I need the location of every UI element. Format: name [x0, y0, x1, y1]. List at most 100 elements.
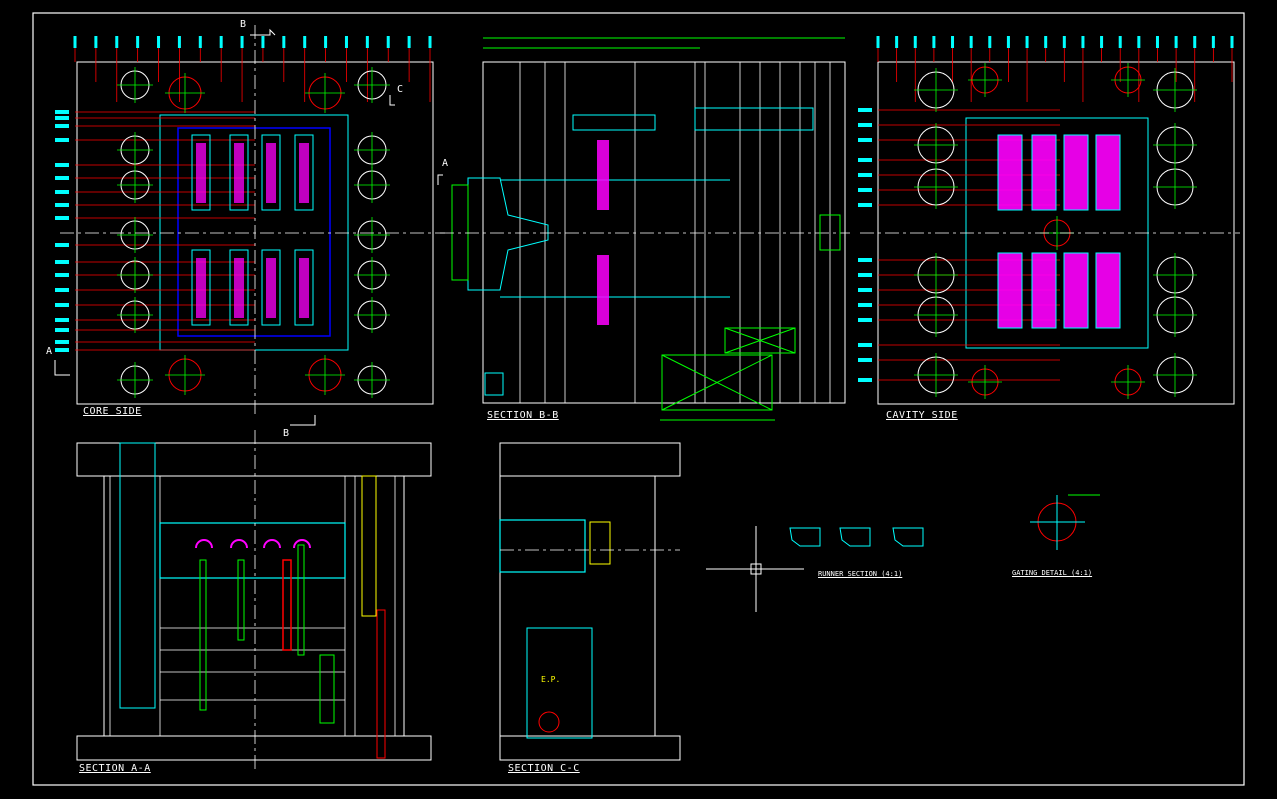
bb-nozzle: [467, 177, 549, 291]
aa-bottom-plate: [76, 735, 432, 761]
dimension-tick: [157, 36, 161, 48]
dimension-tick: [1137, 36, 1141, 48]
dimension-tick: [261, 36, 265, 48]
dimension-value: [858, 203, 872, 207]
dimension-value: [55, 176, 69, 180]
cavity-part: [1096, 253, 1120, 328]
dimension-tick: [1230, 36, 1234, 48]
marker-a-left-arrow: [54, 360, 70, 376]
dimension-tick: [324, 36, 328, 48]
dimension-value: [55, 243, 69, 247]
cavity-leaders: [858, 108, 1060, 382]
dimension-value: [55, 203, 69, 207]
dimension-value: [55, 260, 69, 264]
bb-block-b: [661, 354, 773, 411]
bb-cylinder: [694, 107, 814, 131]
dimension-tick: [219, 36, 223, 48]
dimension-tick: [969, 36, 973, 48]
dimension-tick: [1193, 36, 1197, 48]
cavity-dimension-ticks: [876, 36, 1234, 102]
core-cavity-slot: [261, 249, 281, 326]
core-insert-frame: [159, 114, 349, 351]
dimension-value: [55, 288, 69, 292]
dimension-value: [858, 258, 872, 262]
bb-part-bottom: [597, 255, 609, 325]
dimension-value: [858, 108, 872, 112]
cavity-part: [1096, 135, 1120, 210]
dimension-value: [858, 378, 872, 382]
core-cavity-part: [196, 258, 206, 318]
bb-block-a-x2: [724, 327, 796, 354]
section-aa-label: SECTION A-A: [79, 763, 151, 774]
dimension-tick: [94, 36, 98, 48]
core-leaders: [55, 110, 255, 352]
section-bb-label: SECTION B-B: [487, 410, 559, 421]
aa-body: [103, 475, 405, 737]
core-cavity-part: [234, 258, 244, 318]
dimension-tick: [1081, 36, 1085, 48]
details-area: [706, 494, 1100, 612]
dimension-value: [55, 348, 69, 352]
core-cavity-part: [234, 143, 244, 203]
cavity-part-outline: [1063, 134, 1089, 211]
dimension-value: [55, 116, 69, 120]
dimension-tick: [876, 36, 880, 48]
bb-bolt: [484, 372, 504, 396]
dimension-tick: [895, 36, 899, 48]
dimension-tick: [282, 36, 286, 48]
dimension-tick: [913, 36, 917, 48]
dimension-tick: [136, 36, 140, 48]
aa-top-plate: [76, 442, 432, 477]
core-cavity-area: [177, 127, 331, 337]
aa-plate-lines: [109, 476, 396, 736]
core-cavities: [191, 134, 314, 326]
dimension-tick: [386, 36, 390, 48]
core-cavity-slot: [294, 249, 314, 326]
cavity-parts: [997, 134, 1121, 329]
dimension-value: [55, 328, 69, 332]
dimension-value: [55, 138, 69, 142]
core-side-view: [55, 25, 445, 415]
dimension-value: [858, 188, 872, 192]
cavity-part-outline: [1031, 252, 1057, 329]
dimension-value: [55, 163, 69, 167]
section-cc-view: E.P.: [499, 442, 681, 761]
core-cavity-slot: [229, 134, 249, 211]
marker-c-arrow: [389, 95, 395, 106]
bb-runner-lines: [484, 107, 841, 421]
bb-locating-ring: [451, 184, 469, 281]
cavity-part-outline: [1095, 134, 1121, 211]
dimension-value: [858, 358, 872, 362]
aa-yellow-slider: [361, 475, 377, 617]
cavity-part: [1064, 135, 1088, 210]
aa-ejector-2: [237, 559, 245, 641]
dimension-tick: [428, 36, 432, 48]
aa-red-pin: [282, 559, 292, 651]
cavity-part: [1032, 253, 1056, 328]
runner-section-3: [892, 527, 924, 547]
core-cavity-slot: [191, 249, 211, 326]
cavity-part: [1064, 253, 1088, 328]
runner-section-1: [789, 527, 821, 547]
core-guide-circles: [117, 67, 390, 398]
cavity-part: [1032, 135, 1056, 210]
cavity-side-label: CAVITY SIDE: [886, 410, 958, 421]
cc-tag-ep: E.P.: [541, 675, 560, 684]
dimension-value: [55, 124, 69, 128]
dimension-value: [55, 340, 69, 344]
dimension-value: [858, 158, 872, 162]
dimension-value: [55, 318, 69, 322]
core-side-label: CORE SIDE: [83, 406, 142, 417]
dimension-value: [858, 303, 872, 307]
bb-plate-lines: [519, 62, 831, 403]
core-cavity-part: [299, 258, 309, 318]
cc-support: [526, 627, 593, 739]
core-dimension-ticks: [73, 36, 432, 102]
aa-return-pin: [319, 654, 335, 724]
dimension-tick: [240, 36, 244, 48]
cc-bottom-plate: [499, 735, 681, 761]
dimension-tick: [303, 36, 307, 48]
cavity-guide-circles: [914, 63, 1197, 399]
core-cavity-part: [299, 143, 309, 203]
cc-yellow-pin: [589, 521, 611, 565]
